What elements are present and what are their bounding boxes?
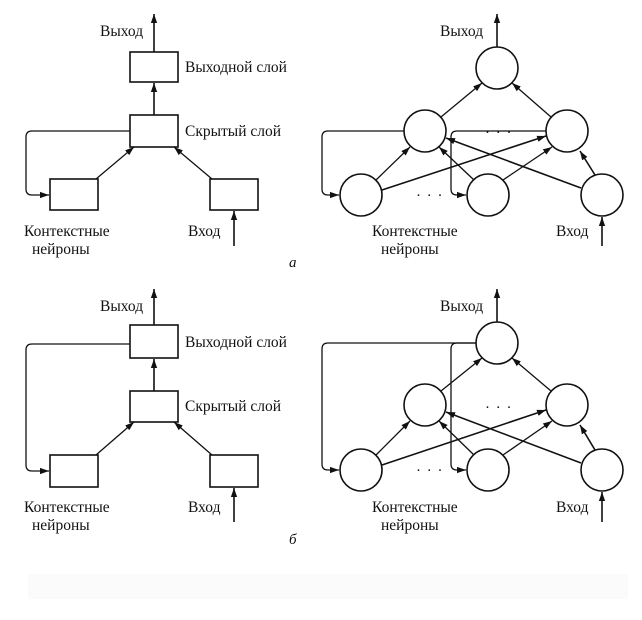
edge-context-right-to-hidden-left — [438, 146, 475, 181]
input-label: Вход — [556, 499, 589, 516]
hidden-neuron-right — [545, 383, 589, 427]
context-label-line1: Контекстные — [24, 223, 110, 240]
context-label-line1: Контекстные — [372, 499, 458, 516]
input-label: Вход — [188, 223, 221, 240]
feedback-hidden-to-context — [25, 130, 130, 199]
output-label: Выход — [100, 23, 143, 40]
hidden-ellipsis: · · · — [485, 400, 513, 416]
edge-context-left-to-hidden-right — [381, 135, 547, 191]
output-label: Выход — [100, 298, 143, 315]
panel-b: Выход Выходной слой Скрытый слой Вход Ко… — [24, 289, 624, 548]
output-label: Выход — [440, 23, 483, 40]
context-box — [49, 454, 99, 488]
hidden-layer-label: Скрытый слой — [185, 398, 281, 415]
panel-caption-a: а — [289, 255, 297, 271]
output-layer-label: Выходной слой — [185, 59, 287, 76]
edge-context-right-to-hidden-right — [502, 146, 553, 181]
feedback-output-to-context-right — [450, 342, 476, 474]
output-neuron — [475, 321, 519, 365]
input-box — [209, 178, 259, 211]
hidden-neuron-right — [545, 109, 589, 153]
edge-context-left-to-hidden-left — [375, 146, 411, 181]
edge-context-left-to-hidden-left — [375, 420, 411, 456]
simple-network-b: Выход Выходной слой Скрытый слой Вход Ко… — [24, 289, 287, 534]
context-to-hidden-arrow — [95, 146, 135, 180]
output-layer-label: Выходной слой — [185, 334, 287, 351]
context-label-line2: нейроны — [32, 241, 90, 258]
input-box — [209, 454, 259, 488]
output-neuron — [475, 46, 519, 90]
context-label-line1: Контекстные — [24, 499, 110, 516]
edge-hidden-left-to-output — [440, 357, 483, 392]
input-to-hidden-arrow — [173, 146, 213, 180]
input-label: Вход — [556, 223, 589, 240]
context-neuron-left — [339, 173, 383, 217]
feedback-hidden-right-to-context-right — [450, 130, 546, 199]
output-layer-box — [129, 324, 179, 359]
panel-caption-b: б — [289, 532, 297, 548]
context-neuron-right — [466, 448, 510, 492]
edge-context-left-to-hidden-right — [381, 409, 547, 466]
context-neuron-right — [466, 173, 510, 217]
neuron-network-b: Выход · · · · · · Вход Контекс — [321, 289, 624, 534]
context-ellipsis: · · · — [416, 463, 444, 479]
output-label: Выход — [440, 298, 483, 315]
edge-input-to-hidden-right — [579, 424, 596, 451]
input-label: Вход — [188, 499, 221, 516]
context-label-line2: нейроны — [381, 517, 439, 534]
feedback-output-to-context — [25, 343, 130, 475]
feedback-hidden-left-to-context-left — [321, 130, 404, 199]
feedback-output-to-context-left — [321, 342, 476, 474]
edge-input-to-hidden-right — [579, 150, 596, 176]
context-label-line2: нейроны — [32, 517, 90, 534]
input-to-hidden-arrow — [173, 421, 213, 456]
context-label-line1: Контекстные — [372, 223, 458, 240]
context-ellipsis: · · · — [416, 188, 444, 204]
edge-context-right-to-hidden-left — [438, 420, 475, 456]
input-neuron — [580, 448, 624, 492]
neuron-network-a: Выход · · · · · · Вход Контекс — [321, 14, 624, 258]
faded-caption-band — [28, 574, 628, 599]
context-to-hidden-arrow — [95, 421, 135, 456]
simple-network-a: Выход Выходной слой Скрытый слой Вход Ко… — [24, 14, 287, 258]
context-box — [49, 178, 99, 211]
edge-hidden-left-to-output — [440, 82, 483, 118]
context-neuron-left — [339, 448, 383, 492]
edge-hidden-right-to-output — [511, 82, 552, 118]
edge-input-to-hidden-left — [445, 411, 582, 464]
hidden-layer-box — [129, 390, 179, 423]
hidden-layer-label: Скрытый слой — [185, 123, 281, 140]
hidden-neuron-left — [403, 109, 447, 153]
edge-context-right-to-hidden-right — [502, 420, 553, 456]
hidden-neuron-left — [403, 383, 447, 427]
edge-input-to-hidden-left — [445, 137, 582, 189]
output-layer-box — [129, 51, 179, 83]
hidden-layer-box — [129, 114, 179, 148]
context-label-line2: нейроны — [381, 241, 439, 258]
panel-a: Выход Выходной слой Скрытый слой Вход Ко… — [24, 14, 624, 271]
input-neuron — [580, 173, 624, 217]
edge-hidden-right-to-output — [511, 357, 552, 392]
hidden-ellipsis: · · · — [485, 125, 513, 141]
